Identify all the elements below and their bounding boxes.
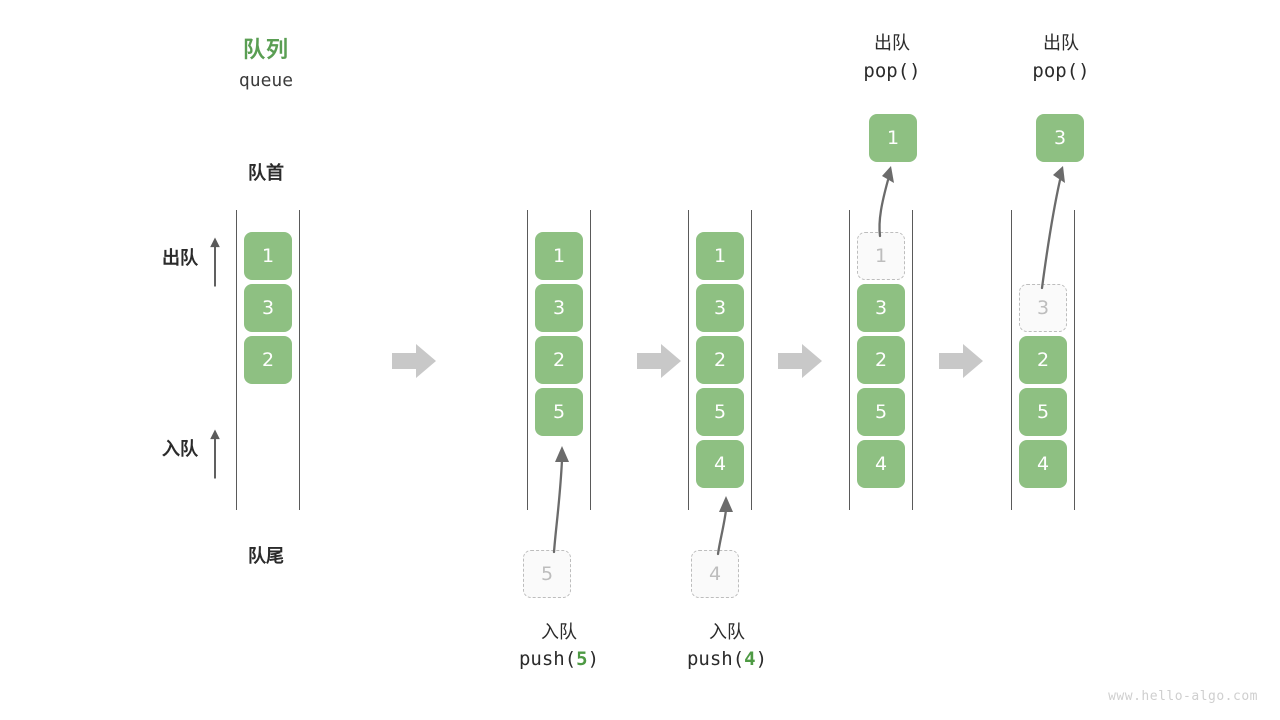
queue-cell: 4	[696, 440, 744, 488]
queue-cell: 1	[535, 232, 583, 280]
op-caption-cn: 入队	[541, 622, 577, 643]
queue-cell: 1	[696, 232, 744, 280]
up-arrow-icon-enqueue	[210, 429, 220, 479]
up-arrow-icon-dequeue	[210, 237, 220, 287]
popped-result-cell: 3	[1036, 114, 1084, 162]
dequeue-direction-label: 出队	[162, 248, 198, 269]
channel-rail-left	[236, 210, 237, 510]
right-arrow-icon-step-1	[392, 344, 436, 378]
queue-cell: 2	[535, 336, 583, 384]
op-caption-pop-1: 出队 pop()	[812, 30, 972, 86]
queue-cell: 2	[244, 336, 292, 384]
queue-channel-stage-2: 1 3 2 5	[527, 210, 591, 510]
code-prefix: push(	[518, 648, 577, 671]
channel-rail-right	[751, 210, 752, 510]
queue-channel-stage-4: 1 3 2 5 4	[849, 210, 913, 510]
queue-tail-label: 队尾	[248, 546, 284, 567]
queue-cell: 2	[1019, 336, 1067, 384]
popped-ghost-cell: 3	[1019, 284, 1067, 332]
queue-channel-stage-5: 3 2 5 4	[1011, 210, 1075, 510]
enqueue-direction-label: 入队	[162, 439, 198, 460]
page-title-cn: 队列	[242, 38, 289, 63]
channel-rail-right	[912, 210, 913, 510]
code-value: 4	[744, 648, 756, 671]
channel-rail-left	[1011, 210, 1012, 510]
queue-cell: 3	[696, 284, 744, 332]
queue-cell: 3	[857, 284, 905, 332]
queue-head-label: 队首	[248, 163, 284, 184]
right-arrow-icon-step-2	[637, 344, 681, 378]
right-arrow-icon-step-3	[778, 344, 822, 378]
queue-cell: 2	[857, 336, 905, 384]
code-value: 5	[576, 648, 588, 671]
incoming-ghost-cell: 5	[523, 550, 571, 598]
op-caption-cn: 出队	[874, 33, 910, 54]
page-title-en: queue	[238, 70, 294, 91]
queue-channel-stage-3: 1 3 2 5 4	[688, 210, 752, 510]
op-caption-pop-3: 出队 pop()	[981, 30, 1141, 86]
queue-cell: 3	[535, 284, 583, 332]
op-caption-cn: 出队	[1043, 33, 1079, 54]
right-arrow-icon-step-4	[939, 344, 983, 378]
op-caption-push-5: 入队 push(5)	[469, 620, 649, 674]
channel-rail-left	[688, 210, 689, 510]
queue-cell: 5	[857, 388, 905, 436]
queue-cell: 2	[696, 336, 744, 384]
channel-rail-left	[849, 210, 850, 510]
channel-rail-left	[527, 210, 528, 510]
op-caption-code: push(5)	[469, 646, 649, 674]
queue-cell: 1	[244, 232, 292, 280]
queue-cell: 5	[535, 388, 583, 436]
code-suffix: )	[755, 648, 768, 671]
popped-ghost-cell: 1	[857, 232, 905, 280]
queue-cell: 5	[696, 388, 744, 436]
op-caption-code: pop()	[863, 60, 921, 82]
queue-cell: 4	[857, 440, 905, 488]
queue-cell: 4	[1019, 440, 1067, 488]
queue-channel-stage-1: 1 3 2	[236, 210, 300, 510]
watermark: www.hello-algo.com	[1108, 689, 1258, 704]
code-prefix: push(	[686, 648, 745, 671]
popped-result-cell: 1	[869, 114, 917, 162]
queue-cell: 3	[244, 284, 292, 332]
op-caption-push-4: 入队 push(4)	[637, 620, 817, 674]
channel-rail-right	[590, 210, 591, 510]
op-caption-code: push(4)	[637, 646, 817, 674]
incoming-ghost-cell: 4	[691, 550, 739, 598]
channel-rail-right	[1074, 210, 1075, 510]
op-caption-code: pop()	[1032, 60, 1090, 82]
channel-rail-right	[299, 210, 300, 510]
queue-cell: 5	[1019, 388, 1067, 436]
code-suffix: )	[587, 648, 600, 671]
op-caption-cn: 入队	[709, 622, 745, 643]
